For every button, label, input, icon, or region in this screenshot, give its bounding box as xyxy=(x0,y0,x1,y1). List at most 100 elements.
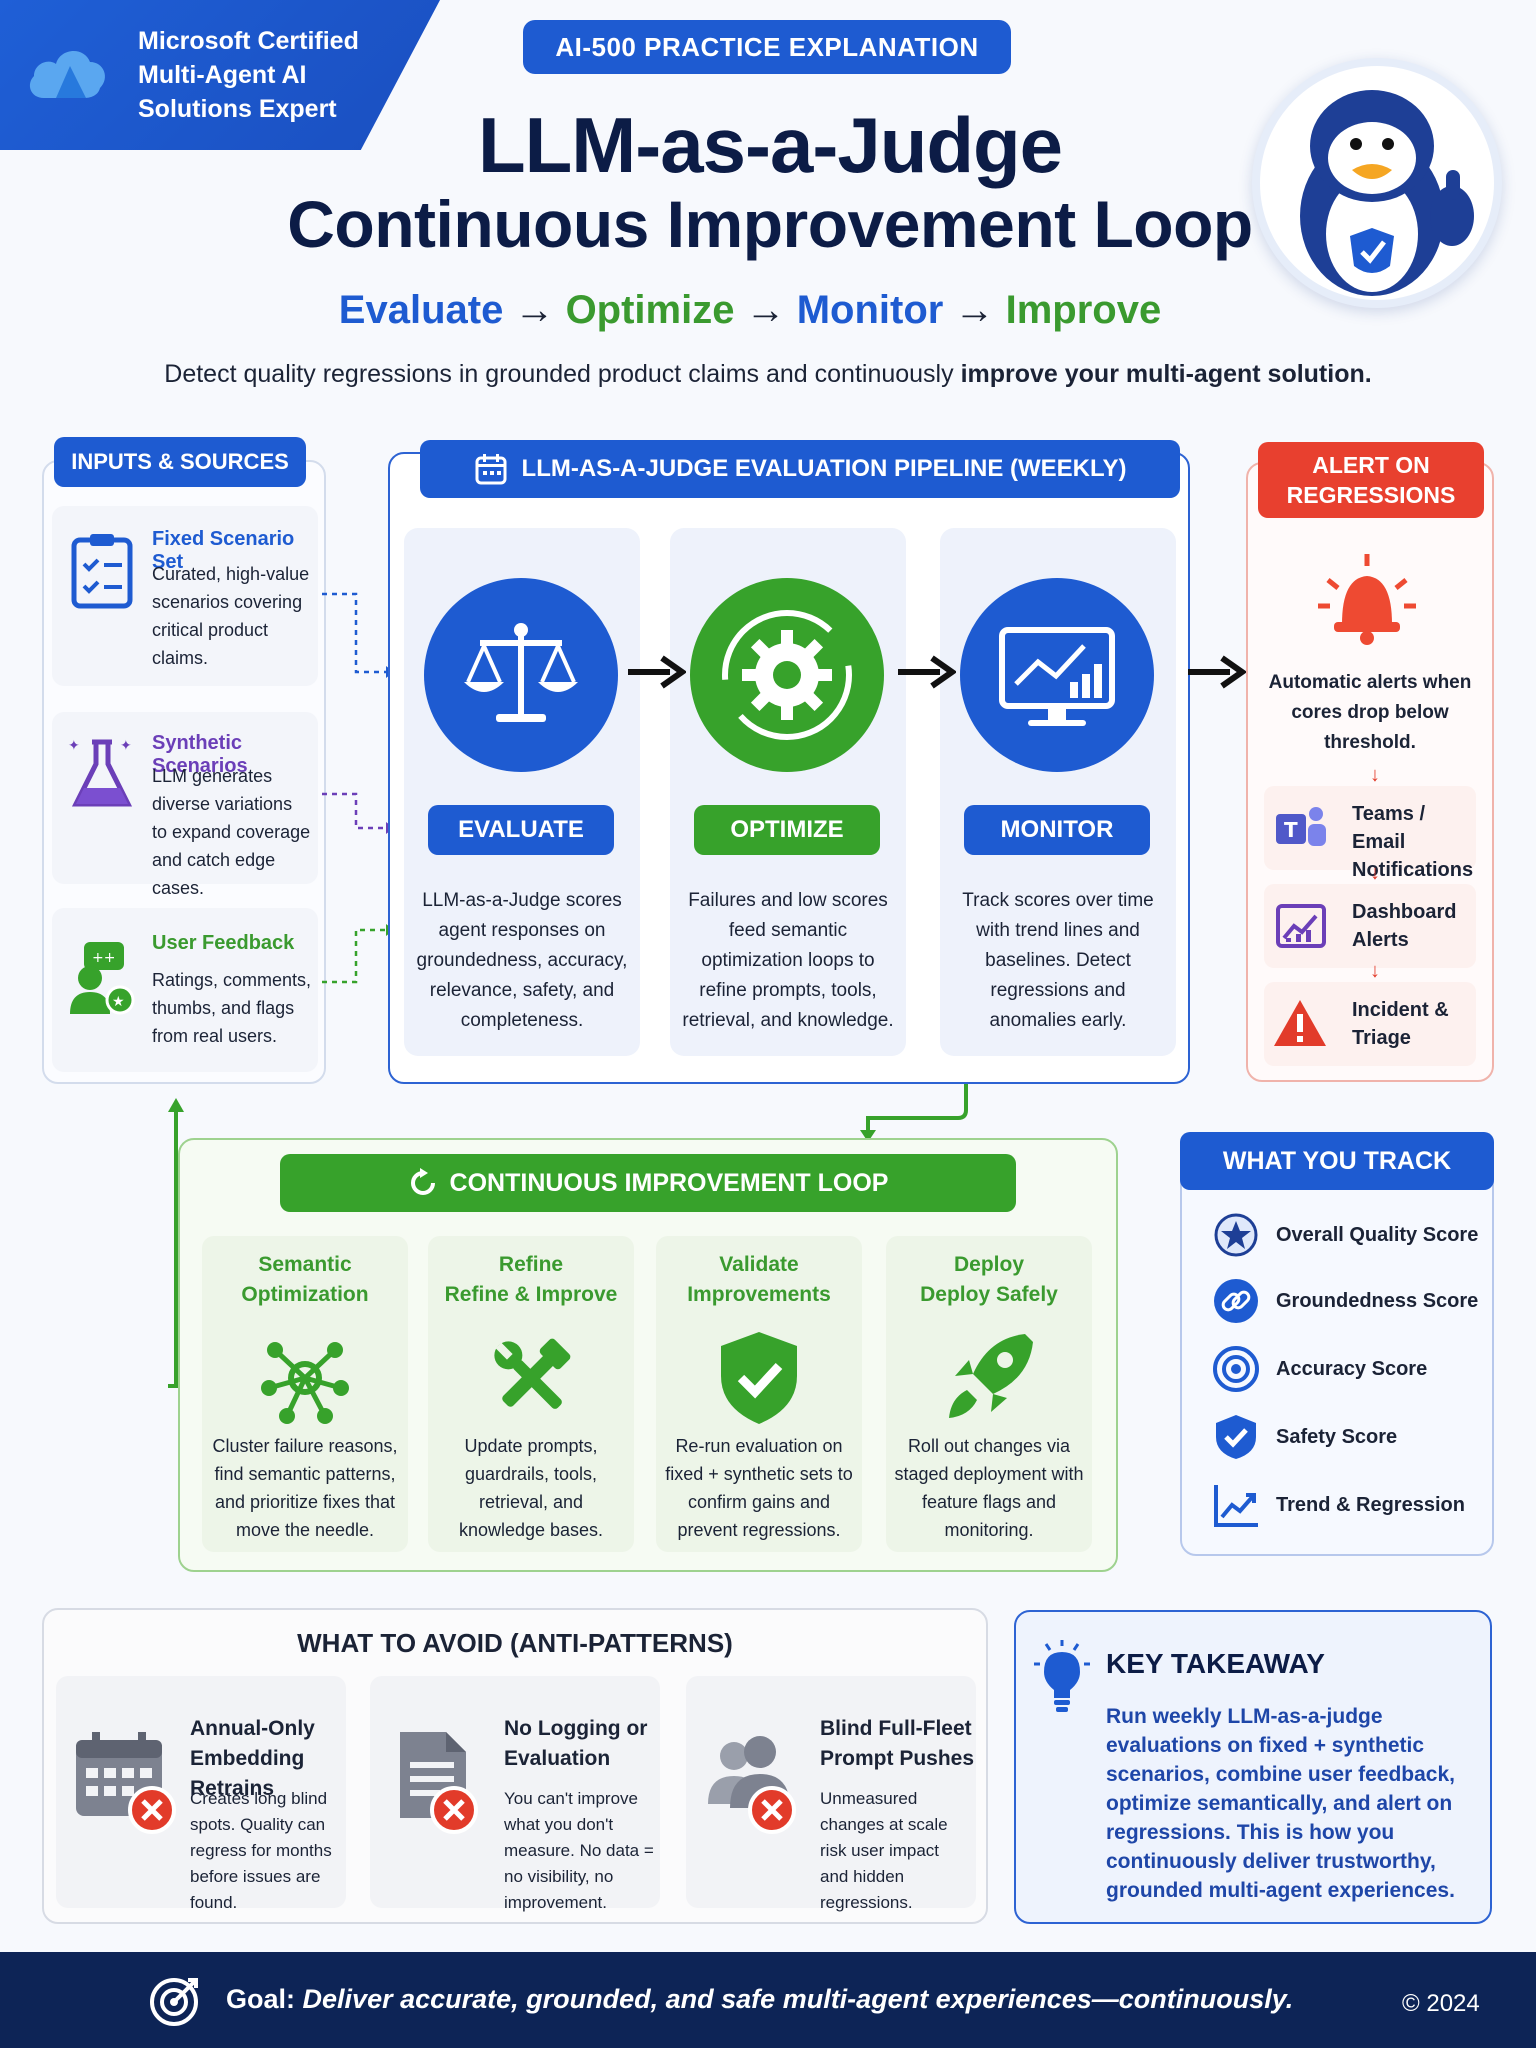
lightbulb-icon xyxy=(1034,1640,1090,1712)
svg-text:++: ++ xyxy=(92,950,115,966)
penguin-mascot-icon xyxy=(1252,58,1502,308)
shield-check-icon xyxy=(721,1332,797,1424)
arrow-sep: → xyxy=(954,288,995,332)
copyright: © 2024 xyxy=(1402,1990,1480,2017)
calendar-x-icon xyxy=(76,1732,176,1834)
loop-step-desc: Re-run evaluation on fixed + synthetic s… xyxy=(665,1436,853,1540)
alert-description: Automatic alerts when cores drop below t… xyxy=(1268,672,1472,753)
certification-badge: Microsoft Certified Multi-Agent AI Solut… xyxy=(0,0,440,150)
link-icon xyxy=(1214,1279,1258,1323)
stage-monitor: MONITOR Track scores over time with tren… xyxy=(940,528,1176,1056)
alert-title: ALERT ON REGRESSIONS xyxy=(1258,442,1484,518)
svg-text:★: ★ xyxy=(112,994,125,1010)
document-x-icon xyxy=(400,1732,478,1834)
loop-title: CONTINUOUS IMPROVEMENT LOOP xyxy=(280,1154,1016,1212)
inputs-panel: Fixed Scenario Set Curated, high-value s… xyxy=(42,460,326,1084)
steps-tagline: Evaluate → Optimize → Monitor → Improve xyxy=(280,288,1220,333)
users-x-icon xyxy=(708,1736,796,1834)
azure-cloud-icon xyxy=(29,50,105,98)
anti-pattern-desc: Unmeasured changes at scale risk user im… xyxy=(820,1789,948,1912)
footer-bar xyxy=(0,1952,1536,2048)
anti-pattern-desc: You can't improve what you don't measure… xyxy=(504,1789,654,1912)
input-title: User Feedback xyxy=(152,932,295,954)
stage-desc: Failures and low scores feed semantic op… xyxy=(682,890,894,1031)
arrow-sep: → xyxy=(745,288,786,332)
arrow-right-icon xyxy=(1188,655,1246,689)
stage-evaluate: EVALUATE LLM-as-a-Judge scores agent res… xyxy=(404,528,640,1056)
input-desc: Curated, high-value scenarios covering c… xyxy=(152,564,310,668)
input-title: Synthetic Scenarios xyxy=(152,732,248,777)
svg-text:✦: ✦ xyxy=(120,738,132,754)
target-goal-icon xyxy=(150,1978,198,2026)
flask-icon: ✦ ✦ xyxy=(68,738,133,807)
teams-icon: T xyxy=(1276,807,1326,846)
stage-desc: LLM-as-a-Judge scores agent responses on… xyxy=(416,890,628,1031)
alarm-bell-icon xyxy=(1318,554,1416,645)
user-feedback-icon: ++ ★ xyxy=(70,942,135,1015)
subtitle: Detect quality regressions in grounded p… xyxy=(164,360,1372,388)
input-desc: LLM generates diverse variations to expa… xyxy=(152,766,311,898)
track-item: Accuracy Score xyxy=(1212,1344,1427,1394)
key-takeaway-text: Run weekly LLM-as-a-judge evaluations on… xyxy=(1106,1705,1455,1902)
down-arrow-icon: ↓ xyxy=(1370,862,1380,884)
certification-title: Microsoft Certified Multi-Agent AI Solut… xyxy=(138,27,359,123)
track-item: Safety Score xyxy=(1212,1412,1397,1462)
scales-icon xyxy=(424,578,618,772)
network-icon xyxy=(261,1342,349,1424)
refresh-icon xyxy=(410,1168,435,1195)
step-evaluate: Evaluate xyxy=(338,288,504,332)
alert-panel xyxy=(1246,462,1494,1082)
footer-goal: Goal: Deliver accurate, grounded, and sa… xyxy=(226,1984,1294,2014)
inputs-title: INPUTS & SOURCES xyxy=(54,437,306,487)
page-title: LLM-as-a-Judge xyxy=(477,101,1063,189)
arrow-right-icon xyxy=(628,655,686,689)
track-panel xyxy=(1180,1136,1494,1556)
svg-text:T: T xyxy=(1284,818,1298,842)
avoid-title: WHAT TO AVOID (ANTI-PATTERNS) xyxy=(297,1628,733,1658)
calendar-icon xyxy=(475,454,507,485)
practice-pill: AI-500 PRACTICE EXPLANATION xyxy=(523,20,1011,74)
key-takeaway-title: KEY TAKEAWAY xyxy=(1106,1648,1325,1679)
page-title-line2: Continuous Improvement Loop xyxy=(287,187,1253,261)
input-connectors xyxy=(322,592,394,984)
warning-icon xyxy=(1274,1000,1326,1046)
shield-icon xyxy=(1216,1415,1256,1459)
trend-icon xyxy=(1214,1485,1258,1527)
svg-text:✦: ✦ xyxy=(68,738,80,754)
stage-label-evaluate: EVALUATE xyxy=(428,805,614,855)
gear-cycle-icon xyxy=(690,578,884,772)
step-monitor: Monitor xyxy=(796,288,944,332)
track-item: Trend & Regression xyxy=(1212,1480,1465,1530)
rocket-icon xyxy=(949,1334,1033,1418)
step-optimize: Optimize xyxy=(565,288,735,332)
alert-item-label: Incident &Triage xyxy=(1352,999,1449,1049)
alert-incident: Incident &Triage xyxy=(1264,982,1476,1066)
star-badge-icon xyxy=(1214,1213,1258,1257)
input-card-synthetic: ✦ ✦ Synthetic Scenarios LLM generates di… xyxy=(52,712,318,898)
stage-label-optimize: OPTIMIZE xyxy=(694,805,880,855)
down-arrow-icon: ↓ xyxy=(1370,960,1380,982)
target-icon xyxy=(1213,1346,1259,1392)
anti-pattern-desc: Creates long blind spots. Quality can re… xyxy=(190,1789,332,1912)
loop-step-desc: Roll out changes via staged deployment w… xyxy=(894,1436,1084,1540)
input-card-user-feedback: ++ ★ User Feedback Ratings, comments, th… xyxy=(52,908,318,1072)
tools-icon xyxy=(494,1338,571,1409)
stage-desc: Track scores over time with trend lines … xyxy=(962,890,1154,1031)
stage-label-monitor: MONITOR xyxy=(964,805,1150,855)
loop-step-desc: Update prompts, guardrails, tools, retri… xyxy=(458,1436,604,1540)
pipeline-title: LLM-AS-A-JUDGE EVALUATION PIPELINE (WEEK… xyxy=(420,440,1180,498)
track-title: WHAT YOU TRACK xyxy=(1180,1132,1494,1190)
stage-optimize: OPTIMIZE Failures and low scores feed se… xyxy=(670,528,906,1056)
